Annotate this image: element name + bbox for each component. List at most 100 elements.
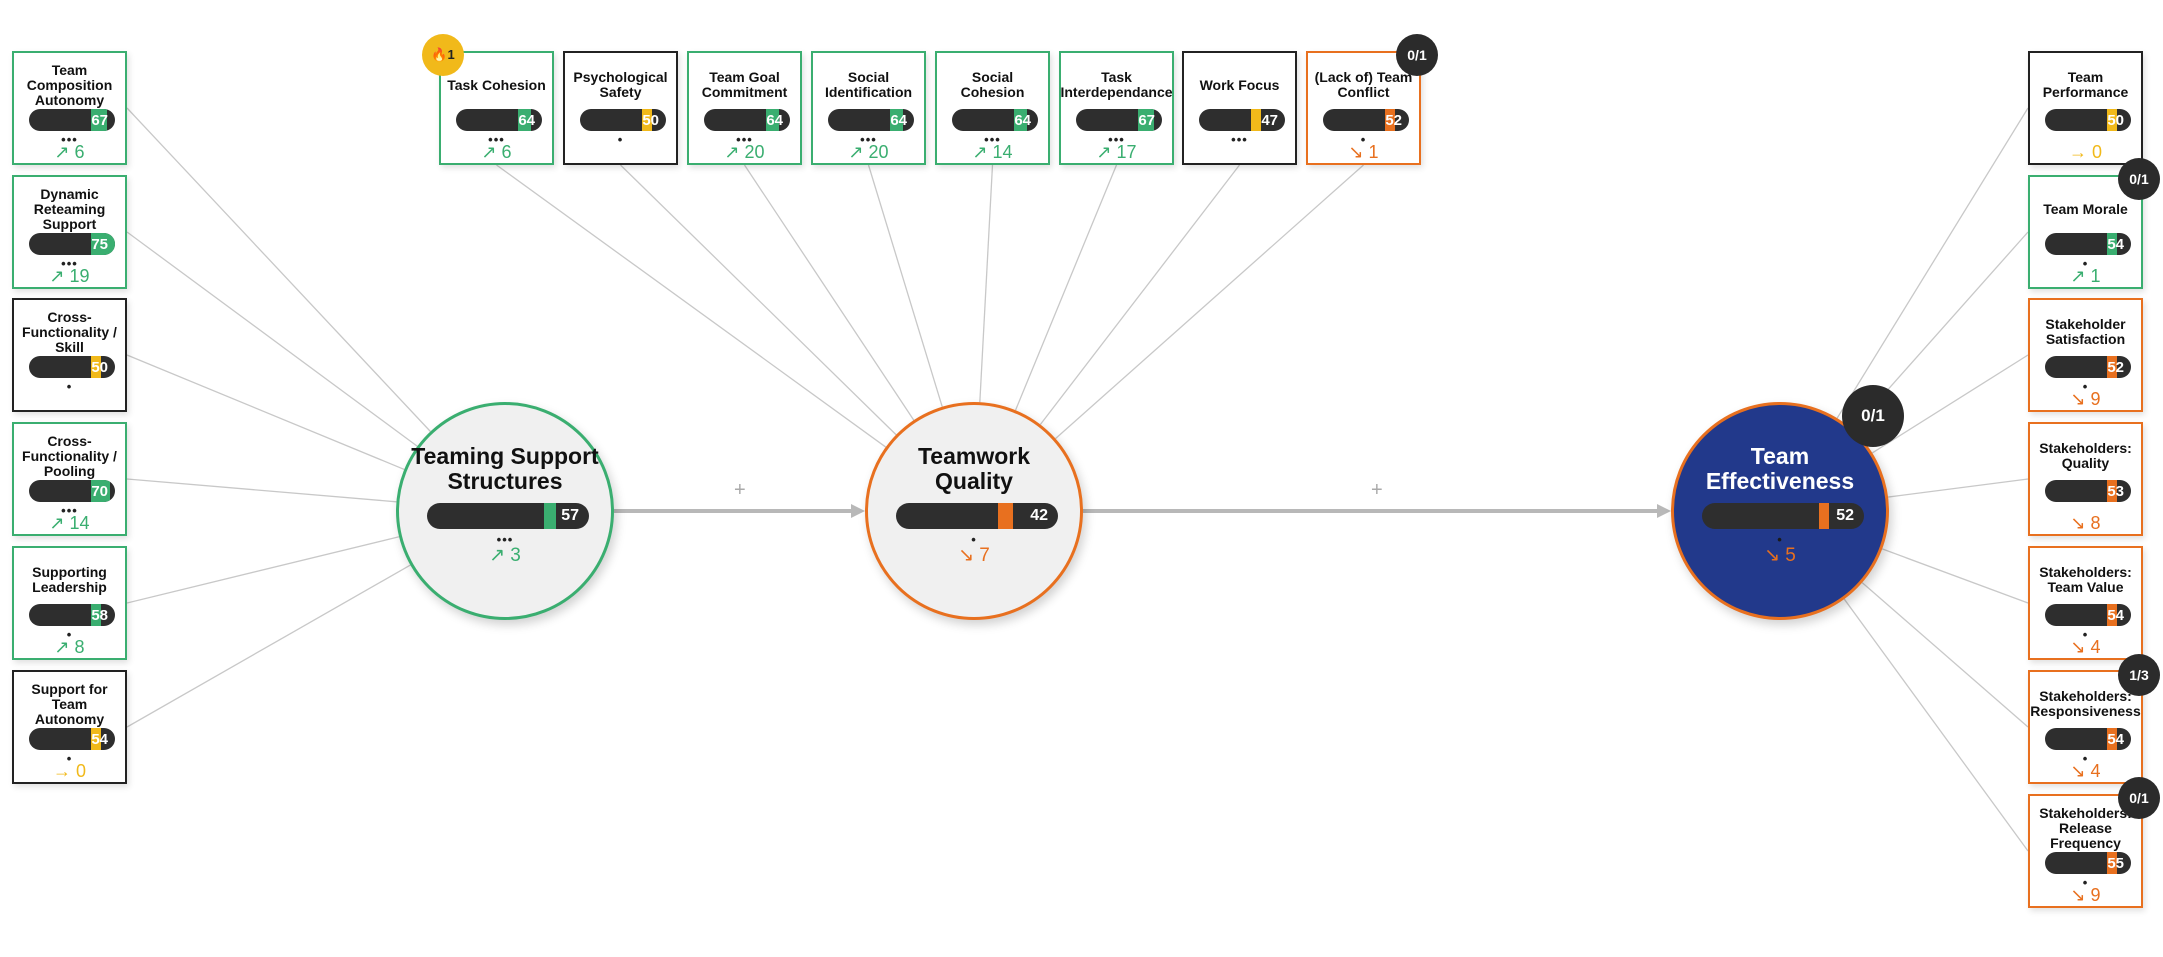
trend-indicator: ↗ 14 — [49, 513, 90, 533]
score-bar: 70 — [29, 480, 115, 502]
trend-indicator: → 0 — [2068, 142, 2102, 162]
card-team-composition-autonomy[interactable]: Team Composition Autonomy 67 ••• ↗ 6 — [12, 51, 127, 165]
connector-plus[interactable]: + — [1371, 479, 1383, 501]
trend-indicator: ↘ 5 — [1764, 545, 1796, 566]
trend-indicator: ↘ 4 — [2070, 637, 2101, 657]
card-work-focus[interactable]: Work Focus 47 ••• — [1182, 51, 1297, 165]
score-bar: 53 — [2045, 480, 2131, 502]
score-segment — [2106, 233, 2117, 255]
score-value: 50 — [2107, 111, 2124, 129]
score-value: 52 — [1836, 507, 1854, 524]
card-title: Stakeholders: Quality — [2039, 440, 2132, 471]
connector-line — [126, 107, 431, 432]
score-segment — [2106, 480, 2117, 502]
score-value: 57 — [561, 507, 579, 524]
badge-team-conflict[interactable]: 0/1 — [1396, 34, 1438, 76]
card-social-identification[interactable]: Social Identification 64 ••• ↗ 20 — [811, 51, 926, 165]
confidence-dots: ••• — [736, 132, 753, 147]
score-segment — [641, 109, 652, 131]
score-bar: 47 — [1199, 109, 1285, 131]
score-segment — [1818, 503, 1829, 529]
score-value: 64 — [518, 111, 535, 129]
score-segment — [765, 109, 780, 131]
card-team-performance[interactable]: Team Performance 50 → 0 — [2028, 51, 2143, 165]
confidence-dots: • — [617, 132, 624, 147]
badge-responsiveness[interactable]: 1/3 — [2118, 654, 2160, 696]
score-value: 54 — [2107, 235, 2124, 253]
card-cross-functionality-pooling[interactable]: Cross-Functionality / Pooling 70 ••• ↗ 1… — [12, 422, 127, 536]
badge-team-effectiveness[interactable]: 0/1 — [1842, 385, 1904, 447]
card-social-cohesion[interactable]: Social Cohesion 64 ••• ↗ 14 — [935, 51, 1050, 165]
card-title: Work Focus — [1199, 76, 1280, 93]
score-bar: 52 — [1323, 109, 1409, 131]
trend-indicator: ↗ 6 — [481, 142, 512, 162]
score-segment — [998, 503, 1013, 529]
card-title: Support for Team Autonomy — [31, 680, 108, 727]
node-teaming-support-structures[interactable]: Teaming Support Structures 57 ••• ↗ 3 — [396, 402, 614, 620]
trend-indicator: → 0 — [52, 761, 86, 781]
trend-indicator: ↗ 20 — [848, 142, 889, 162]
confidence-dots: ••• — [1231, 132, 1248, 147]
card-supporting-leadership[interactable]: Supporting Leadership 58 • ↗ 8 — [12, 546, 127, 660]
trend-indicator: ↘ 8 — [2070, 513, 2101, 533]
card-title: Task Cohesion — [447, 76, 546, 93]
score-segment — [1384, 109, 1395, 131]
card-team-goal-commitment[interactable]: Team Goal Commitment 64 ••• ↗ 20 — [687, 51, 802, 165]
card-psychological-safety[interactable]: Psychological Safety 50 • — [563, 51, 678, 165]
score-segment — [90, 480, 110, 502]
card-title: Stakeholder Satisfaction — [2045, 316, 2126, 347]
card-stakeholders-quality[interactable]: Stakeholders: Quality 53 ↘ 8 — [2028, 422, 2143, 536]
score-bar: 50 — [29, 356, 115, 378]
trend-indicator: ↗ 6 — [54, 142, 85, 162]
connector-line — [126, 354, 405, 471]
confidence-dots: • — [2082, 379, 2089, 394]
card-support-for-team-autonomy[interactable]: Support for Team Autonomy 54 • → 0 — [12, 670, 127, 784]
score-segment — [2106, 728, 2117, 750]
confidence-dots: • — [1777, 532, 1783, 547]
card-dynamic-reteaming-support[interactable]: Dynamic Reteaming Support 75 ••• ↗ 19 — [12, 175, 127, 289]
trend-indicator: ↘ 4 — [2070, 761, 2101, 781]
card-cross-functionality-skill[interactable]: Cross-Functionality / Skill 50 • — [12, 298, 127, 412]
node-team-effectiveness[interactable]: Team Effectiveness 52 • ↘ 5 — [1671, 402, 1889, 620]
confidence-dots: • — [66, 379, 73, 394]
connector-plus[interactable]: + — [734, 479, 746, 501]
card-stakeholders-team-value[interactable]: Stakeholders: Team Value 54 • ↘ 4 — [2028, 546, 2143, 660]
arrow-head — [851, 504, 865, 518]
card-stakeholders-responsiveness[interactable]: Stakeholders: Responsiveness 54 • ↘ 4 — [2028, 670, 2143, 784]
score-segment — [543, 503, 557, 529]
trend-indicator: ↘ 9 — [2070, 885, 2101, 905]
node-teamwork-quality[interactable]: Teamwork Quality 42 • ↘ 7 — [865, 402, 1083, 620]
trend-indicator: ↗ 14 — [972, 142, 1013, 162]
card-title: Social Cohesion — [960, 69, 1025, 100]
badge-release-frequency[interactable]: 0/1 — [2118, 777, 2160, 819]
score-bar: 55 — [2045, 852, 2131, 874]
trend-indicator: ↗ 17 — [1096, 142, 1137, 162]
score-bar: 42 — [896, 503, 1058, 529]
card-title: Stakeholders: Release Frequency — [2039, 804, 2132, 851]
card-title: Task Interdependance — [1060, 69, 1173, 100]
score-value: 67 — [1138, 111, 1155, 129]
score-value: 54 — [2107, 606, 2124, 624]
flame-badge[interactable]: 🔥1 — [422, 34, 464, 76]
connector-line — [1014, 164, 1118, 411]
card-title: Team Performance — [2042, 69, 2129, 100]
confidence-dots: • — [66, 751, 73, 766]
connector-line — [620, 164, 897, 436]
score-value: 64 — [890, 111, 907, 129]
score-value: 42 — [1030, 507, 1048, 524]
score-segment — [90, 109, 107, 131]
node-title: Team Effectiveness — [1705, 443, 1855, 494]
confidence-dots: ••• — [61, 132, 78, 147]
badge-team-morale[interactable]: 0/1 — [2118, 158, 2160, 200]
score-bar: 52 — [2045, 356, 2131, 378]
confidence-dots: ••• — [61, 503, 78, 518]
card-stakeholder-satisfaction[interactable]: Stakeholder Satisfaction 52 • ↘ 9 — [2028, 298, 2143, 412]
score-value: 58 — [91, 606, 108, 624]
score-bar: 64 — [704, 109, 790, 131]
connector-line — [126, 478, 397, 503]
connector-line — [1888, 478, 2029, 498]
card-title: Social Identification — [824, 69, 913, 100]
card-task-interdependance[interactable]: Task Interdependance 67 ••• ↗ 17 — [1059, 51, 1174, 165]
card-task-cohesion[interactable]: Task Cohesion 64 ••• ↗ 6 — [439, 51, 554, 165]
card-title: Team Goal Commitment — [701, 69, 788, 100]
